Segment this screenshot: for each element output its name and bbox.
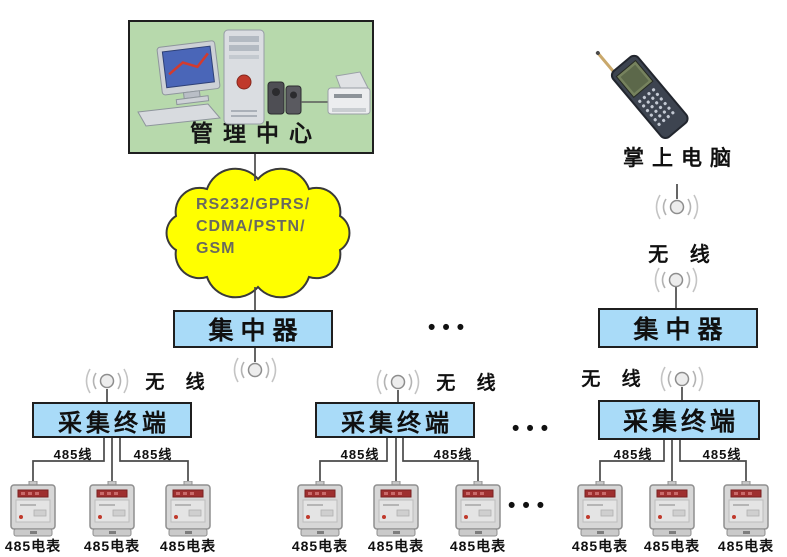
electric-meter [10,481,56,537]
electric-meter [373,481,419,537]
electric-meter-icon [723,481,769,537]
electric-meter [297,481,343,537]
electric-meter [455,481,501,537]
cloud-line-3: GSM [196,240,236,257]
cloud-line-2: CDMA/PSTN/ [196,218,306,235]
electric-meter-icon [165,481,211,537]
collection-terminal-node-left: 采集终端 [32,402,192,438]
meter-label: 485电表 [291,538,349,554]
wireless-label: 无 线 [648,244,718,266]
concentrator-node-left: 集中器 [173,310,333,348]
cloud-protocols-label: RS232/GPRS/ CDMA/PSTN/ GSM [196,194,346,260]
computer-tower-icon [223,29,265,125]
electric-meter [577,481,623,537]
concentrator-label: 集中器 [633,316,730,344]
meter-label: 485电表 [717,538,775,554]
electric-meter-icon [89,481,135,537]
concentrator-node-right: 集中器 [598,308,758,348]
wireless-label: 无 线 [436,373,504,394]
electric-meter-icon [649,481,695,537]
cloud-line-1: RS232/GPRS/ [196,196,311,213]
wire-label: 485线 [613,447,653,462]
wire-label: 485线 [53,447,93,462]
terminal-label: 采集终端 [622,408,739,436]
wire-label: 485线 [702,447,742,462]
electric-meter-icon [577,481,623,537]
electric-meter-icon [10,481,56,537]
concentrator-label: 集中器 [208,317,305,345]
speakers-icon [267,81,302,115]
printer-icon [327,71,371,115]
electric-meter-icon [455,481,501,537]
electric-meter [89,481,135,537]
meter-label: 485电表 [367,538,425,554]
ellipsis-concentrators: ••• [428,316,472,339]
connector-lines [32,154,747,483]
collection-terminal-node-right: 采集终端 [598,400,760,440]
meter-label: 485电表 [571,538,629,554]
meter-label: 485电表 [159,538,217,554]
collection-terminal-node-middle: 采集终端 [315,402,475,438]
wireless-label: 无 线 [581,369,649,390]
terminal-label: 采集终端 [58,409,170,437]
electric-meter-icon [297,481,343,537]
management-center-node: 管理中心 [128,20,374,154]
electric-meter [723,481,769,537]
wire-label: 485线 [133,447,173,462]
handheld-pda-icon [595,50,689,140]
cloud-shape [165,167,351,299]
keyboard-icon [137,103,221,127]
meter-label: 485电表 [4,538,62,554]
wireless-label: 无 线 [145,372,213,393]
electric-meter [649,481,695,537]
terminal-label: 采集终端 [341,409,453,437]
ellipsis-meters: ••• [508,494,552,517]
wire-label: 485线 [340,447,380,462]
meter-label: 485电表 [449,538,507,554]
wire-label: 485线 [433,447,473,462]
electric-meter-icon [373,481,419,537]
meter-label: 485电表 [83,538,141,554]
meter-label: 485电表 [643,538,701,554]
electric-meter [165,481,211,537]
handheld-label: 掌上电脑 [623,147,739,170]
ellipsis-terminals: ••• [512,417,556,440]
desktop-computer-icon [137,29,371,127]
